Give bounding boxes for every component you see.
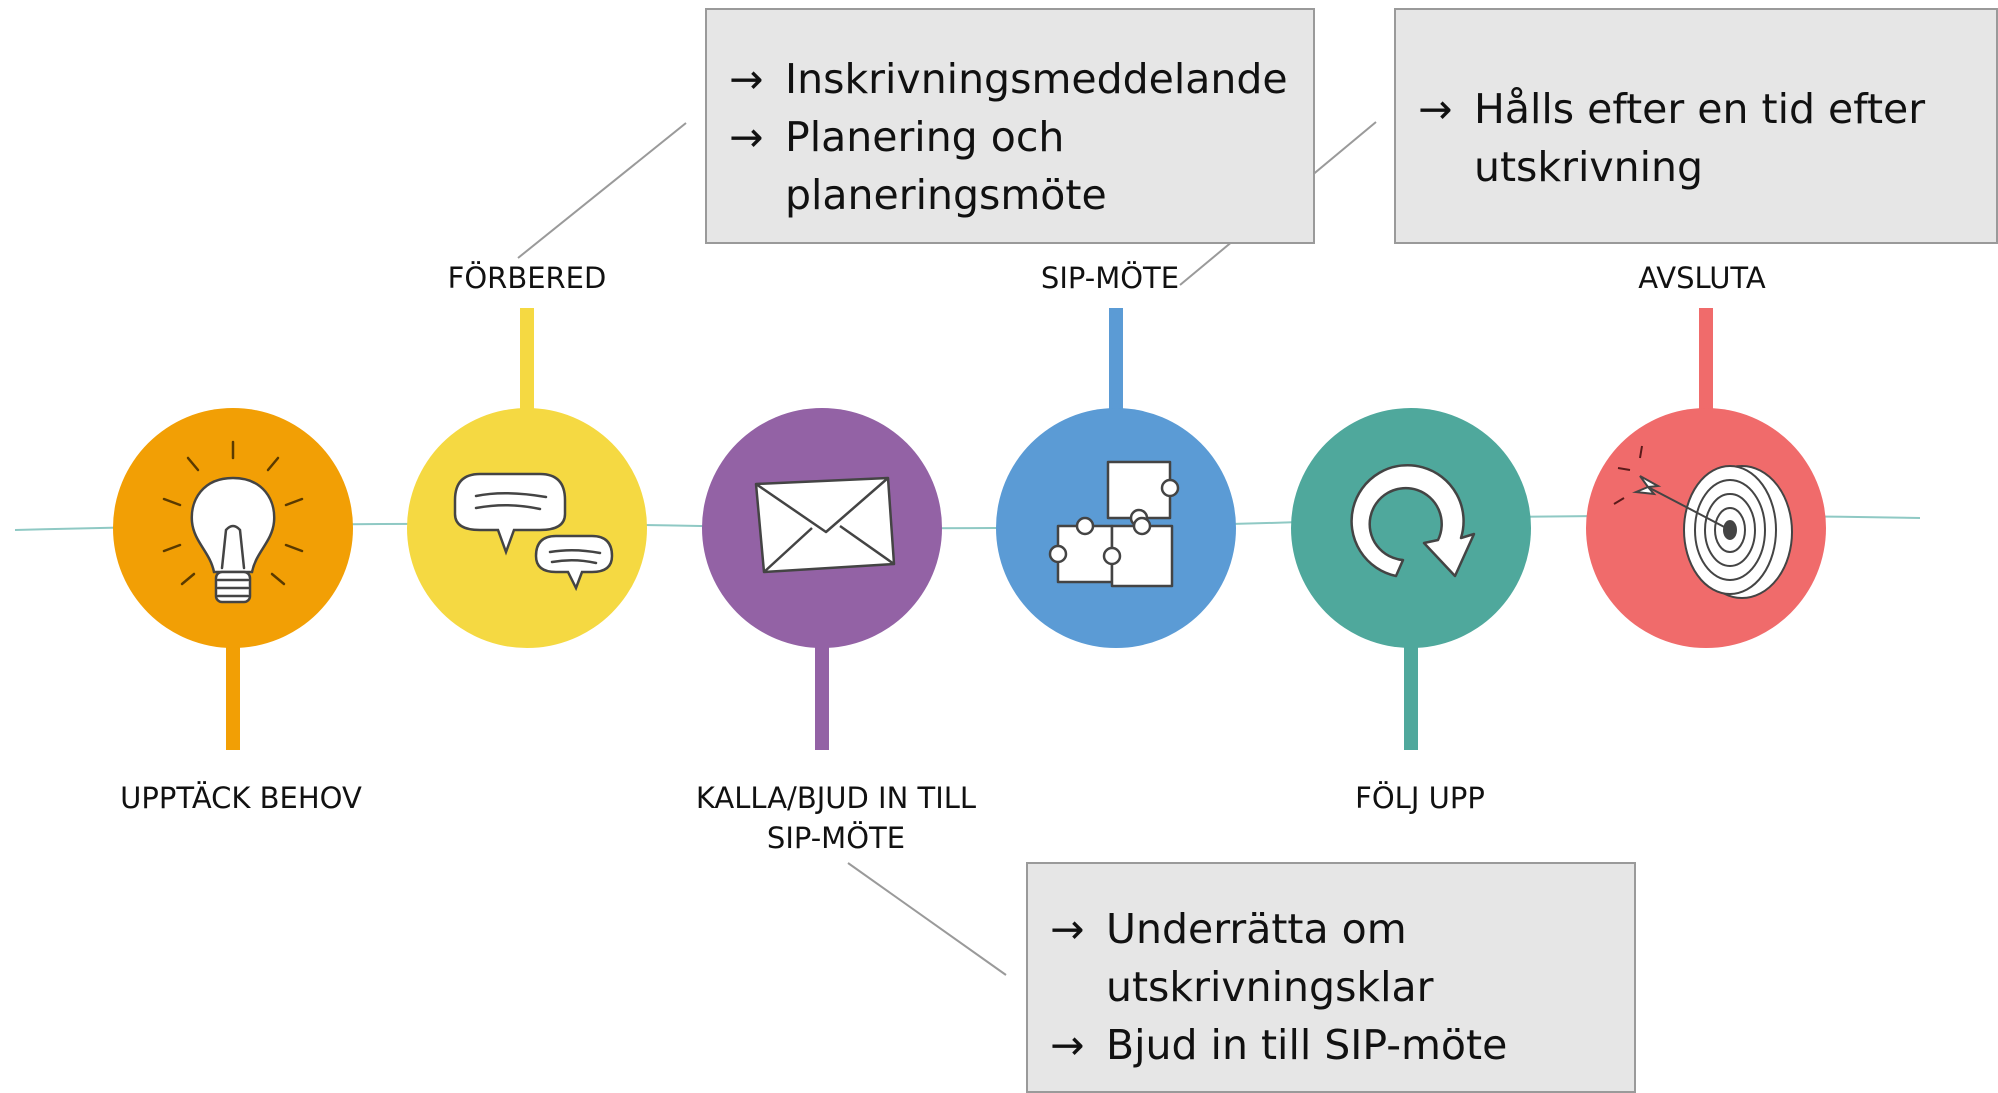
puzzle-icon xyxy=(1048,460,1180,588)
speech-bubbles-icon xyxy=(453,472,614,592)
callout-connector-forbered xyxy=(517,122,687,259)
stem-upptack xyxy=(226,620,240,750)
circular-arrow-icon xyxy=(1350,463,1476,578)
step-label-sip-mote: SIP-MÖTE xyxy=(1040,261,1180,295)
callout-forbered-item: Planering och planeringsmöte xyxy=(725,108,1299,224)
stem-kalla xyxy=(815,620,829,750)
stem-folj-upp xyxy=(1404,620,1418,750)
callout-kalla: Underrätta om utskrivningsklar Bjud in t… xyxy=(1026,862,1636,1093)
stem-sip-mote xyxy=(1109,308,1123,438)
stem-avsluta xyxy=(1699,308,1713,438)
callout-kalla-item: Underrätta om utskrivningsklar xyxy=(1046,900,1620,1016)
callout-connector-kalla xyxy=(847,862,1007,976)
envelope-icon xyxy=(754,476,896,574)
callout-sip-mote-item: Hålls efter en tid efter utskrivning xyxy=(1414,80,1982,196)
callout-forbered-item: Inskrivningsmeddelande xyxy=(725,50,1299,108)
lightbulb-icon xyxy=(162,440,304,604)
step-label-folj-upp: FÖLJ UPP xyxy=(1355,781,1485,815)
step-circle-folj-upp xyxy=(1291,408,1531,648)
callout-kalla-item: Bjud in till SIP-möte xyxy=(1046,1016,1620,1074)
step-label-avsluta: AVSLUTA xyxy=(1638,261,1766,295)
step-label-upptack: UPPTÄCK BEHOV xyxy=(120,781,362,815)
step-label-kalla: KALLA/BJUD IN TILL SIP-MÖTE xyxy=(695,781,977,855)
step-label-forbered: FÖRBERED xyxy=(447,261,607,295)
stem-forbered xyxy=(520,308,534,438)
callout-forbered: Inskrivningsmeddelande Planering och pla… xyxy=(705,8,1315,244)
callout-sip-mote: Hålls efter en tid efter utskrivning xyxy=(1394,8,1998,244)
target-icon xyxy=(1613,445,1793,599)
